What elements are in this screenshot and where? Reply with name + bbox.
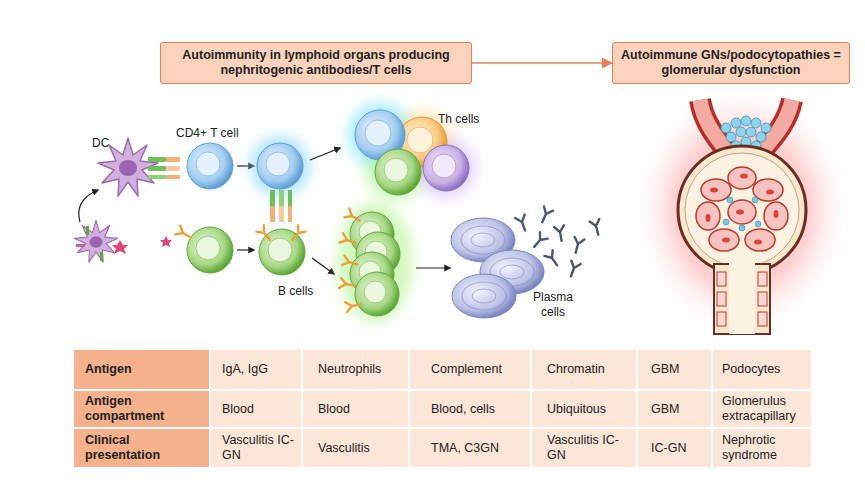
table-cell: Glomerulus extracapillary (722, 394, 804, 424)
table-cell: Nephrotic syndrome (722, 433, 804, 463)
table-cell: Blood (318, 402, 400, 417)
table-cell: Clinical presentation (85, 433, 198, 463)
cell-label: CD4+ T cell (176, 126, 266, 141)
table-cell: Complement (431, 362, 513, 377)
title-box: Autoimmune GNs/podocytopathies = glomeru… (612, 42, 850, 84)
table-cell: Antigen compartment (85, 394, 198, 424)
table-cell: IC-GN (651, 441, 706, 456)
table-cell: Neutrophils (318, 362, 400, 377)
table-cell: TMA, C3GN (431, 441, 513, 456)
box-title: Autoimmune GNs/podocytopathies = glomeru… (621, 48, 841, 78)
table-cell: Podocytes (722, 362, 804, 377)
flow-arrow (472, 62, 612, 64)
table-cell: GBM (651, 362, 706, 377)
cell-label: Th cells (438, 112, 508, 127)
table-cell: Vasculitis IC-GN (547, 433, 629, 463)
table-cell: Antigen (85, 362, 198, 377)
table-cell: Vasculitis (318, 441, 400, 456)
cell-label: B cells (278, 284, 338, 299)
title-box: Autoimmunity in lymphoid organs producin… (160, 42, 472, 84)
box-title: Autoimmunity in lymphoid organs producin… (169, 48, 463, 78)
cell-label: Plasma cells (525, 290, 581, 320)
table-cell: Blood, cells (431, 402, 513, 417)
table-cell: IgA, IgG (222, 362, 296, 377)
table-cell: Chromatin (547, 362, 629, 377)
table-cell: Ubiquitous (547, 402, 629, 417)
table-cell: Blood (222, 402, 296, 417)
cell-label: DC (92, 136, 132, 151)
table-cell: GBM (651, 402, 706, 417)
table-cell: Vasculitis IC-GN (222, 433, 296, 463)
